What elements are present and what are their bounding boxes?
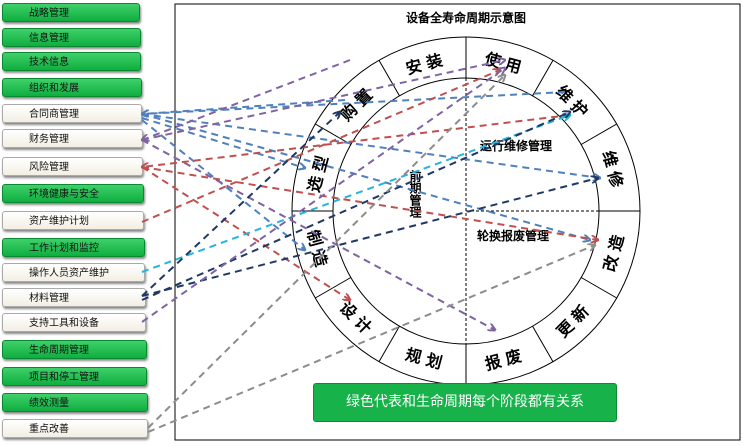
process-box[interactable]: 合同商管理: [2, 104, 142, 123]
relation-arrow: [141, 112, 340, 297]
relation-arrow: [141, 113, 590, 240]
relation-arrow: [142, 99, 346, 114]
diagram-frame: [174, 3, 741, 441]
relation-arrow: [141, 60, 505, 141]
process-box[interactable]: 技术信息: [2, 52, 141, 71]
ring-stage-label: 改造: [600, 228, 629, 274]
process-box[interactable]: 组织和发展: [2, 78, 142, 97]
process-box[interactable]: 支持工具和设备: [2, 313, 146, 332]
process-box[interactable]: 操作人员资产维护: [2, 263, 145, 282]
ring-stage-label: 报废: [483, 345, 529, 374]
relation-arrow: [142, 59, 351, 140]
relation-arrow: [141, 115, 570, 273]
relation-arrow: [141, 139, 495, 330]
inner-label-operation: 运行维修管理: [480, 138, 552, 153]
ring-stage-label: 安装: [404, 49, 450, 78]
process-box[interactable]: 生命周期管理: [2, 340, 147, 359]
process-box[interactable]: 风险管理: [2, 157, 143, 176]
relation-arrow: [141, 68, 505, 323]
relation-arrow: [147, 245, 595, 433]
process-box[interactable]: 信息管理: [2, 28, 141, 47]
legend-note: 绿色代表和生命周期每个阶段都有关系: [313, 383, 617, 422]
relation-arrow: [141, 70, 500, 223]
ring-stage-label: 维修: [599, 149, 628, 195]
process-box[interactable]: 环境健康与安全: [2, 184, 144, 203]
relation-arrow: [142, 91, 566, 114]
relation-arrow: [141, 166, 598, 240]
process-box[interactable]: 工作计划和监控: [2, 238, 145, 257]
relation-arrow: [141, 117, 305, 168]
relation-arrow: [141, 112, 570, 301]
ring-stage-label: 选型: [304, 149, 333, 195]
process-box[interactable]: 战略管理: [2, 3, 140, 22]
ring-stage-label: 规划: [404, 345, 450, 374]
process-box[interactable]: 项目和停工管理: [2, 367, 147, 386]
relation-arrow: [141, 119, 305, 250]
relation-arrow: [141, 113, 600, 178]
diagram-title: 设备全寿命周期示意图: [406, 10, 526, 25]
process-box[interactable]: 绩效测量: [2, 393, 148, 412]
inner-label-rotation: 轮换报废管理: [477, 228, 549, 243]
ring-stage-label: 更新: [553, 298, 596, 341]
relation-arrow: [141, 178, 598, 297]
process-box[interactable]: 重点改善: [2, 419, 148, 438]
ring-stage-label: 设计: [336, 298, 379, 341]
